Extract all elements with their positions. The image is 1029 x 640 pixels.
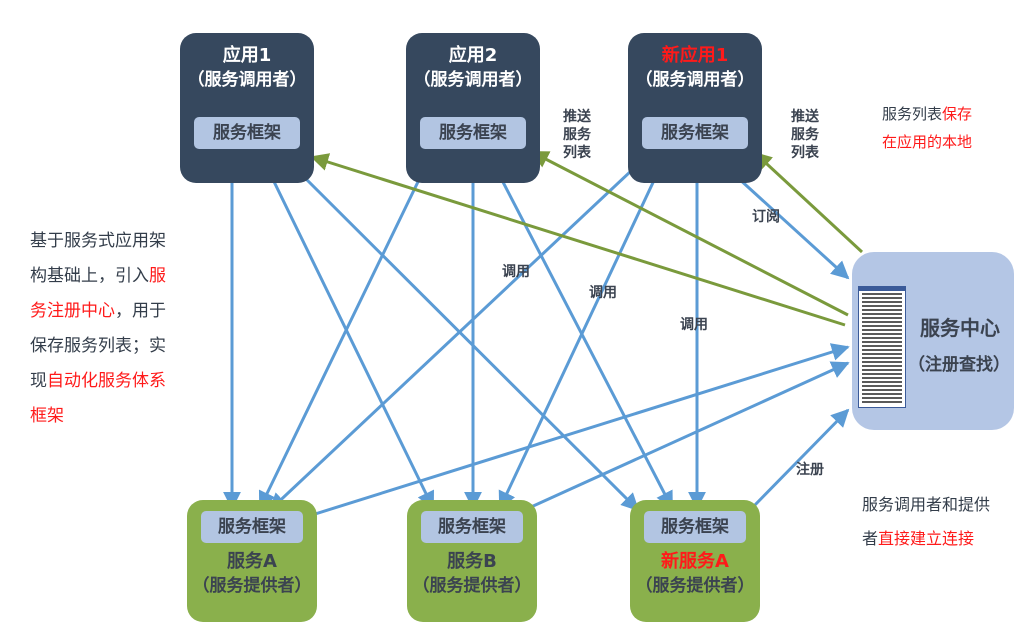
provider-service-b-framework: 服务框架	[421, 511, 523, 543]
note-line: 基于服务式应用架	[30, 224, 166, 259]
consumer-app-1-framework: 服务框架	[194, 117, 300, 149]
call-label-1: 调用	[502, 264, 530, 280]
note-line: 在应用的本地	[882, 128, 972, 156]
push-arrow-newApp1	[753, 151, 864, 254]
register-arrow-serviceA	[295, 343, 850, 522]
note-highlight-text: 务注册中心	[30, 301, 115, 321]
subscribe-label: 订阅	[752, 209, 780, 225]
consumer-new-app-1: 新应用1 （服务调用者） 服务框架	[628, 33, 762, 183]
call-arrow-newApp1-serviceB	[498, 155, 667, 510]
provider-service-b-name: 服务B	[447, 551, 497, 572]
note-text: 保存服务列表；实	[30, 336, 166, 356]
push-list-label-1-line: 列表	[563, 145, 591, 161]
note-text: 构基础上，引入	[30, 266, 149, 286]
consumer-app-2-framework: 服务框架	[420, 117, 526, 149]
provider-service-a-framework: 服务框架	[201, 511, 303, 543]
consumer-app-2-name: 应用2	[448, 45, 498, 66]
note-highlight-text: 保存	[942, 105, 973, 123]
push-arrow-app2	[530, 150, 849, 317]
register-arrow-newServiceA	[748, 408, 850, 512]
note-highlight-text: 直接建立连接	[878, 529, 975, 548]
provider-new-service-a-framework: 服务框架	[644, 511, 746, 543]
push-list-label-2: 推送 服务 列表	[791, 108, 819, 162]
consumer-app-1-name: 应用1	[222, 45, 272, 66]
call-arrow-newApp1-serviceA	[268, 153, 650, 512]
consumer-app-1: 应用1 （服务调用者） 服务框架	[180, 33, 314, 183]
note-text: 者	[862, 529, 879, 548]
provider-service-a: 服务框架 服务A （服务提供者）	[187, 500, 317, 622]
note-highlight-text: 框架	[30, 406, 64, 426]
note-line: 保存服务列表；实	[30, 329, 166, 364]
push-list-label-2-line: 服务	[791, 127, 819, 143]
note-line: 务注册中心，用于	[30, 294, 166, 329]
call-label-3: 调用	[680, 317, 708, 333]
note-line: 服务调用者和提供	[862, 488, 990, 522]
note-line: 者直接建立连接	[862, 522, 990, 556]
note-text: 基于服务式应用架	[30, 231, 166, 251]
registry-screenshot-icon	[858, 286, 906, 408]
consumer-new-app-1-role: （服务调用者）	[635, 70, 755, 90]
provider-new-service-a-name: 新服务A	[661, 551, 729, 572]
service-registry: 服务中心 （注册查找）	[852, 252, 1014, 430]
push-list-label-2-line: 推送	[791, 109, 819, 125]
consumer-new-app-1-framework: 服务框架	[642, 117, 748, 149]
call-arrow-app1-serviceB	[260, 155, 435, 510]
provider-service-b: 服务框架 服务B （服务提供者）	[407, 500, 537, 622]
note-line: 框架	[30, 399, 166, 434]
note-text: 服务调用者和提供	[862, 495, 991, 514]
consumer-app-2-role: （服务调用者）	[413, 70, 533, 90]
note-line: 构基础上，引入服	[30, 259, 166, 294]
registry-subtitle: （注册查找）	[908, 355, 1010, 375]
provider-new-service-a: 服务框架 新服务A （服务提供者）	[630, 500, 760, 622]
push-list-label-2-line: 列表	[791, 145, 819, 161]
note-highlight-text: 自动化服务体系	[47, 371, 166, 391]
call-lines	[223, 153, 850, 522]
push-list-label-1-line: 服务	[563, 127, 591, 143]
consumer-app-2: 应用2 （服务调用者） 服务框架	[406, 33, 540, 183]
push-list-label-1-line: 推送	[563, 109, 591, 125]
call-arrow-app2-serviceA	[258, 155, 432, 510]
note-text: ，用于	[115, 301, 166, 321]
note-text: 现	[30, 371, 47, 391]
consumer-new-app-1-name: 新应用1	[661, 45, 729, 66]
note-top-right: 服务列表保存在应用的本地	[882, 100, 972, 156]
note-bottom-right: 服务调用者和提供者直接建立连接	[862, 488, 990, 556]
call-label-2: 调用	[589, 285, 617, 301]
note-line: 服务列表保存	[882, 100, 972, 128]
consumer-app-1-role: （服务调用者）	[187, 70, 307, 90]
register-label: 注册	[796, 462, 824, 478]
note-left: 基于服务式应用架构基础上，引入服务注册中心，用于保存服务列表；实现自动化服务体系…	[30, 224, 166, 434]
provider-new-service-a-role: （服务提供者）	[635, 576, 755, 596]
provider-service-a-name: 服务A	[227, 551, 277, 572]
registry-title: 服务中心	[920, 316, 1000, 340]
push-arrow-app1	[310, 153, 846, 327]
note-text: 服务列表	[882, 105, 943, 123]
register-arrow-serviceB	[519, 361, 850, 514]
note-highlight-text: 服	[149, 266, 166, 286]
note-highlight-text: 在应用的本地	[882, 133, 973, 151]
provider-service-a-role: （服务提供者）	[192, 576, 312, 596]
push-list-label-1: 推送 服务 列表	[563, 108, 591, 162]
provider-service-b-role: （服务提供者）	[412, 576, 532, 596]
note-line: 现自动化服务体系	[30, 364, 166, 399]
push-lines	[310, 150, 864, 327]
